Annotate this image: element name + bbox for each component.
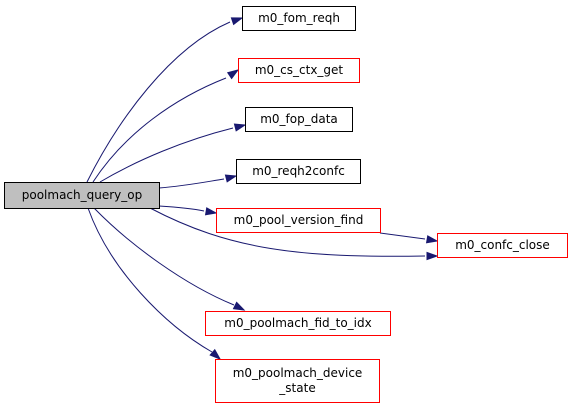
node-box xyxy=(215,359,380,403)
edge-line xyxy=(92,77,227,183)
node-label: m0_poolmach_device xyxy=(233,366,363,380)
node-reqh2confc[interactable]: m0_reqh2confc xyxy=(236,159,361,184)
node-box xyxy=(236,159,361,184)
node-label: _state xyxy=(278,381,315,395)
edge-pool_version_find-to-confc_close xyxy=(379,232,439,244)
arrowhead-icon xyxy=(226,69,240,80)
node-pool_version_find[interactable]: m0_pool_version_find xyxy=(216,208,381,233)
node-label: m0_cs_ctx_get xyxy=(255,63,344,77)
arrowhead-icon xyxy=(426,251,439,261)
node-label: m0_reqh2confc xyxy=(252,164,345,178)
node-box xyxy=(216,208,381,233)
edge-root-to-pool_version_find xyxy=(158,205,218,216)
edge-line xyxy=(158,178,225,189)
edges-layer xyxy=(86,17,439,360)
root-node: poolmach_query_op xyxy=(4,182,160,209)
edge-root-to-poolmach_fid_to_idx xyxy=(93,207,246,311)
arrowhead-icon xyxy=(425,235,439,244)
node-poolmach_device_state[interactable]: m0_poolmach_device_state xyxy=(215,359,380,403)
node-fop_data[interactable]: m0_fop_data xyxy=(245,107,353,132)
arrowhead-icon xyxy=(230,17,244,26)
arrowhead-icon xyxy=(209,348,222,360)
node-box xyxy=(4,182,160,209)
node-label: poolmach_query_op xyxy=(22,188,142,202)
node-label: m0_pool_version_find xyxy=(234,213,364,227)
edge-line xyxy=(158,205,205,212)
node-label: m0_fom_reqh xyxy=(258,11,340,25)
node-box xyxy=(437,233,568,258)
edge-root-to-fop_data xyxy=(99,123,247,183)
edge-root-to-reqh2confc xyxy=(158,174,238,189)
edge-line xyxy=(149,207,426,257)
edge-line xyxy=(99,127,234,183)
node-box xyxy=(242,6,356,31)
edge-root-to-poolmach_device_state xyxy=(87,207,222,360)
edge-root-to-cs_ctx_get xyxy=(92,69,240,183)
arrowhead-icon xyxy=(233,123,247,132)
node-confc_close[interactable]: m0_confc_close xyxy=(437,233,568,258)
node-cs_ctx_get[interactable]: m0_cs_ctx_get xyxy=(238,58,360,83)
edge-root-to-confc_close xyxy=(149,207,439,261)
node-label: m0_confc_close xyxy=(455,238,550,252)
node-label: m0_poolmach_fid_to_idx xyxy=(224,316,371,330)
arrowhead-icon xyxy=(232,301,246,311)
node-box xyxy=(238,58,360,83)
edge-line xyxy=(87,207,213,353)
edge-root-to-fom_reqh xyxy=(86,17,244,183)
nodes-layer: poolmach_query_op m0_fom_reqh m0_cs_ctx_ge… xyxy=(4,6,568,403)
node-poolmach_fid_to_idx[interactable]: m0_poolmach_fid_to_idx xyxy=(205,311,391,336)
arrowhead-icon xyxy=(224,174,238,183)
edge-line xyxy=(379,232,426,240)
node-fom_reqh[interactable]: m0_fom_reqh xyxy=(242,6,356,31)
node-label: m0_fop_data xyxy=(260,112,338,126)
edge-line xyxy=(93,207,235,306)
edge-line xyxy=(86,21,231,183)
arrowhead-icon xyxy=(204,207,218,216)
node-box xyxy=(205,311,391,336)
node-box xyxy=(245,107,353,132)
